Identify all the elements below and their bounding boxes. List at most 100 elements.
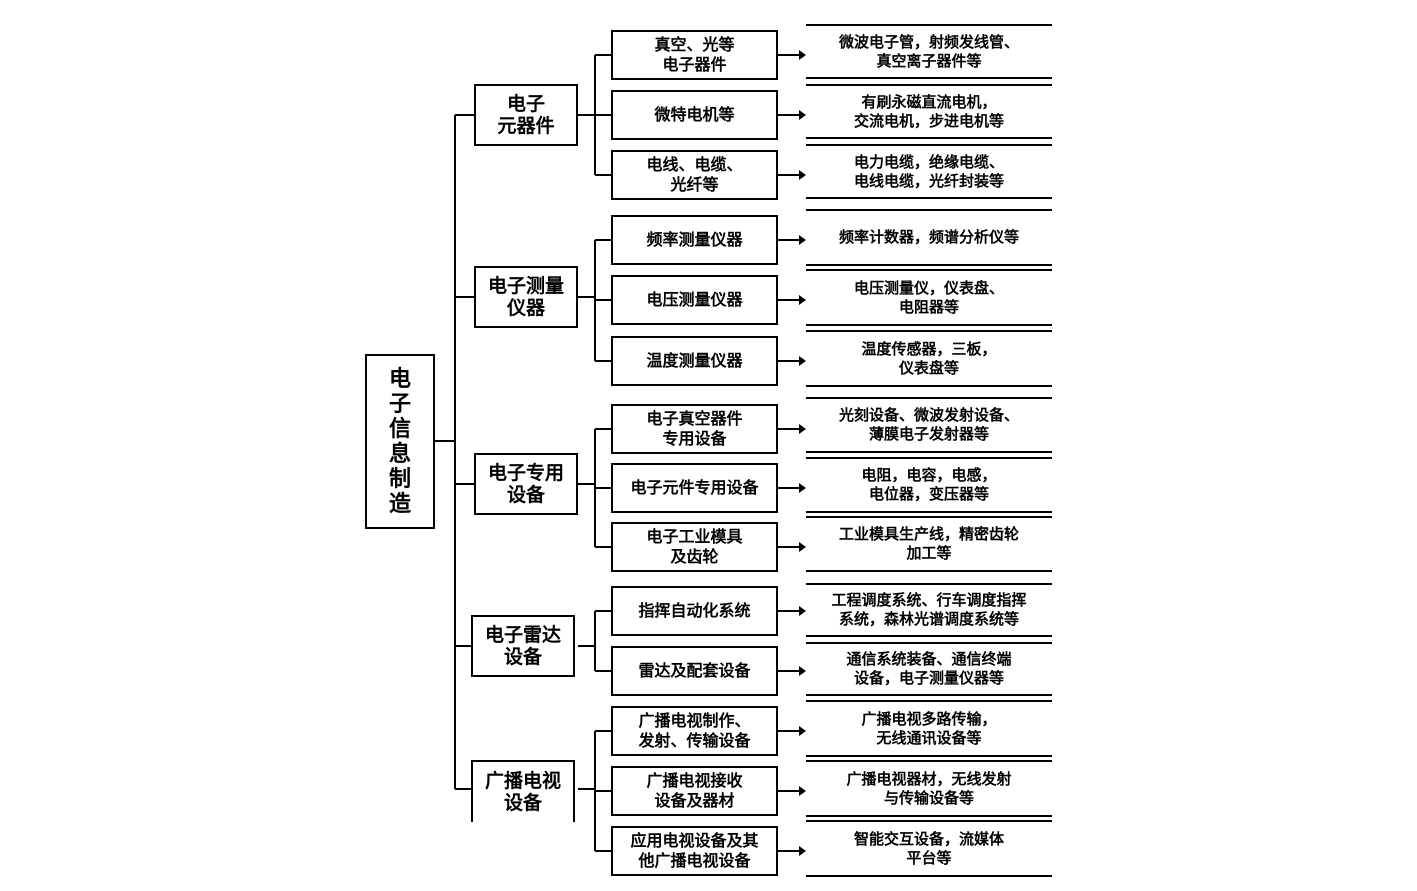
example-node: 通信系统装备、通信终端 设备，电子测量仪器等 bbox=[806, 642, 1052, 696]
root-line-6: 造 bbox=[388, 491, 411, 517]
subcategory-node: 指挥自动化系统 bbox=[611, 586, 778, 636]
example-node: 广播电视器材，无线发射 与传输设备等 bbox=[806, 760, 1052, 817]
category-node: 广播电视 设备 bbox=[471, 760, 575, 822]
subcategory-label: 电子工业模具 bbox=[646, 527, 743, 546]
subcategory-label: 设备及器材 bbox=[654, 791, 735, 810]
subcategory-node: 电压测量仪器 bbox=[611, 275, 778, 325]
arrow-head bbox=[799, 424, 806, 434]
subcategory-label: 电子元件专用设备 bbox=[630, 478, 759, 497]
subcategory-label: 微特电机等 bbox=[654, 105, 735, 124]
subcategory-label: 应用电视设备及其 bbox=[630, 831, 759, 850]
example-node: 智能交互设备，流媒体 平台等 bbox=[806, 820, 1052, 877]
arrow-head bbox=[799, 170, 806, 180]
example-node: 电力电缆，绝缘电缆、 电线电缆，光纤封装等 bbox=[806, 144, 1052, 199]
subcategory-label: 发射、传输设备 bbox=[638, 731, 751, 750]
root-node: 电 子 信 息 制 造 bbox=[365, 354, 435, 529]
example-node: 电阻，电容，电感， 电位器，变压器等 bbox=[806, 457, 1052, 513]
example-text: 电位器，变压器等 bbox=[868, 485, 989, 503]
example-text: 真空离子器件等 bbox=[876, 51, 982, 70]
example-text: 交流电机，步进电机等 bbox=[853, 111, 1004, 130]
example-text: 电阻，电容，电感， bbox=[861, 466, 997, 484]
example-text: 温度传感器，三板， bbox=[861, 339, 997, 358]
subcategory-label: 广播电视接收 bbox=[646, 771, 743, 790]
arrow-head bbox=[799, 846, 806, 856]
example-node: 有刷永磁直流电机， 交流电机，步进电机等 bbox=[806, 84, 1052, 139]
example-text: 加工等 bbox=[906, 544, 952, 562]
example-node: 频率计数器，频谱分析仪等 bbox=[806, 209, 1052, 266]
example-text: 工业模具生产线，精密齿轮 bbox=[838, 525, 1019, 543]
example-text: 仪表盘等 bbox=[898, 358, 959, 377]
example-node: 广播电视多路传输， 无线通讯设备等 bbox=[806, 700, 1052, 757]
category-node: 电子专用 设备 bbox=[474, 453, 578, 515]
category-label: 电子 bbox=[506, 93, 545, 115]
example-node: 光刻设备、微波发射设备、 薄膜电子发射器等 bbox=[806, 397, 1052, 453]
subcategory-node: 应用电视设备及其 他广播电视设备 bbox=[611, 826, 778, 876]
subcategory-node: 广播电视接收 设备及器材 bbox=[611, 766, 778, 816]
subcategory-node: 微特电机等 bbox=[611, 90, 778, 140]
category-node: 电子测量 仪器 bbox=[474, 266, 578, 328]
example-node: 温度传感器，三板， 仪表盘等 bbox=[806, 330, 1052, 387]
example-text: 与传输设备等 bbox=[883, 788, 974, 807]
example-node: 工业模具生产线，精密齿轮 加工等 bbox=[806, 516, 1052, 572]
arrow-head bbox=[799, 483, 806, 493]
category-node: 电子 元器件 bbox=[474, 84, 578, 146]
subcategory-node: 雷达及配套设备 bbox=[611, 646, 778, 696]
example-text: 广播电视多路传输， bbox=[861, 709, 997, 728]
subcategory-label: 真空、光等 bbox=[654, 35, 735, 54]
subcategory-label: 电线、电缆、 bbox=[646, 155, 743, 174]
example-text: 光刻设备、微波发射设备、 bbox=[838, 406, 1019, 424]
example-text: 设备，电子测量仪器等 bbox=[853, 669, 1004, 687]
subcategory-label: 电子真空器件 bbox=[646, 409, 743, 428]
arrow-head bbox=[799, 542, 806, 552]
subcategory-label: 雷达及配套设备 bbox=[638, 661, 751, 680]
subcategory-label: 温度测量仪器 bbox=[646, 351, 743, 370]
category-label: 设备 bbox=[506, 484, 545, 506]
example-text: 智能交互设备，流媒体 bbox=[853, 829, 1004, 848]
arrow-head bbox=[799, 295, 806, 305]
example-text: 电线电缆，光纤封装等 bbox=[853, 171, 1004, 190]
subcategory-node: 电线、电缆、 光纤等 bbox=[611, 150, 778, 200]
subcategory-node: 频率测量仪器 bbox=[611, 215, 778, 265]
arrow-head bbox=[799, 726, 806, 736]
subcategory-label: 广播电视制作、 bbox=[638, 711, 751, 730]
example-text: 频率计数器，频谱分析仪等 bbox=[838, 228, 1019, 246]
subcategory-node: 真空、光等 电子器件 bbox=[611, 30, 778, 80]
example-text: 有刷永磁直流电机， bbox=[861, 92, 997, 111]
example-text: 工程调度系统、行车调度指挥 bbox=[831, 591, 1027, 609]
arrow-head bbox=[799, 786, 806, 796]
example-text: 电力电缆，绝缘电缆、 bbox=[853, 152, 1004, 171]
example-text: 系统，森林光谱调度系统等 bbox=[838, 610, 1019, 628]
example-text: 电阻器等 bbox=[898, 297, 959, 316]
example-text: 无线通讯设备等 bbox=[876, 728, 982, 747]
subcategory-label: 电压测量仪器 bbox=[646, 290, 743, 309]
example-node: 电压测量仪，仪表盘、 电阻器等 bbox=[806, 269, 1052, 326]
example-text: 平台等 bbox=[906, 848, 952, 867]
root-line-1: 电 bbox=[388, 366, 411, 392]
category-label: 仪器 bbox=[506, 297, 545, 319]
subcategory-label: 及齿轮 bbox=[670, 547, 719, 566]
category-label: 设备 bbox=[503, 792, 542, 814]
subcategory-node: 电子真空器件 专用设备 bbox=[611, 404, 778, 454]
example-text: 广播电视器材，无线发射 bbox=[846, 769, 1012, 788]
subcategory-label: 光纤等 bbox=[670, 175, 719, 194]
root-line-3: 信 bbox=[388, 416, 411, 442]
subcategory-label: 电子器件 bbox=[662, 55, 727, 74]
arrow-head bbox=[799, 606, 806, 616]
subcategory-node: 温度测量仪器 bbox=[611, 336, 778, 386]
arrow-head bbox=[799, 50, 806, 60]
root-line-5: 制 bbox=[388, 466, 411, 492]
subcategory-label: 指挥自动化系统 bbox=[638, 601, 751, 620]
subcategory-node: 电子工业模具 及齿轮 bbox=[611, 522, 778, 572]
category-label: 电子雷达 bbox=[484, 624, 561, 646]
arrow-head bbox=[799, 110, 806, 120]
arrow-head bbox=[799, 666, 806, 676]
subcategory-node: 广播电视制作、 发射、传输设备 bbox=[611, 706, 778, 756]
category-label: 电子测量 bbox=[487, 275, 564, 297]
example-node: 工程调度系统、行车调度指挥 系统，森林光谱调度系统等 bbox=[806, 583, 1052, 637]
arrow-head bbox=[799, 356, 806, 366]
example-text: 通信系统装备、通信终端 bbox=[846, 650, 1012, 668]
example-text: 电压测量仪，仪表盘、 bbox=[853, 278, 1004, 297]
subcategory-label: 频率测量仪器 bbox=[646, 230, 743, 249]
category-label: 元器件 bbox=[497, 115, 555, 137]
